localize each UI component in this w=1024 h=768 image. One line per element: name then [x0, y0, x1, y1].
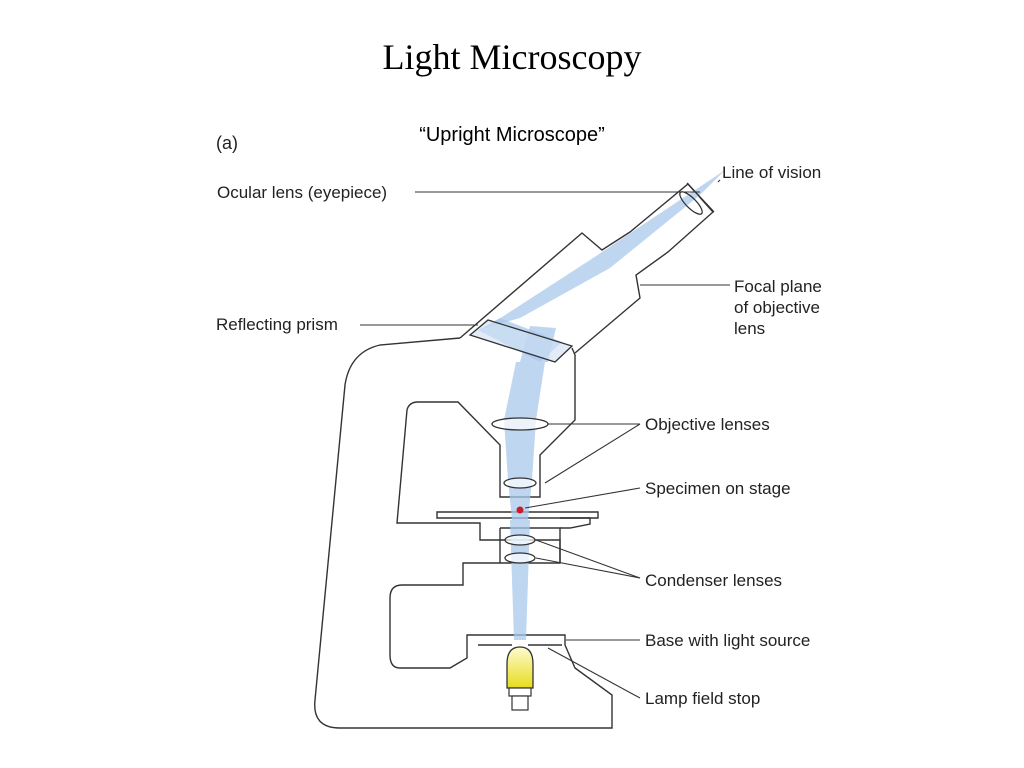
label-focal-plane: Focal plane: [734, 277, 822, 296]
label-focal-plane-line-3: lens: [734, 319, 766, 338]
label-specimen-on-stage: Specimen on stage: [645, 479, 791, 498]
figure-subtitle: “Upright Microscope”: [419, 124, 605, 146]
label-ocular-lens: Ocular lens (eyepiece): [217, 183, 388, 202]
leader-lines: [360, 179, 730, 699]
stage: [436, 511, 599, 519]
slide-title: Light Microscopy: [382, 37, 642, 77]
label-lamp-field-stop: Lamp field stop: [645, 689, 761, 708]
reflecting-prism: [468, 319, 574, 363]
panel-tag: (a): [216, 133, 238, 153]
stage-bracket: [560, 517, 591, 529]
label-base-with-light-source: Base with light source: [645, 631, 811, 650]
light-beam: [478, 170, 725, 640]
label-reflecting-prism: Reflecting prism: [216, 315, 338, 334]
lamp-bulb: [506, 646, 534, 711]
condenser-lenses: [504, 534, 536, 564]
specimen: [516, 506, 524, 514]
label-line-of-vision: Line of vision: [722, 163, 822, 182]
arm-and-base-outline: [314, 337, 613, 729]
label-focal-plane-line-2: of objective: [734, 298, 820, 317]
label-objective-lenses: Objective lenses: [645, 415, 770, 434]
label-condenser-lenses: Condenser lenses: [645, 571, 783, 590]
